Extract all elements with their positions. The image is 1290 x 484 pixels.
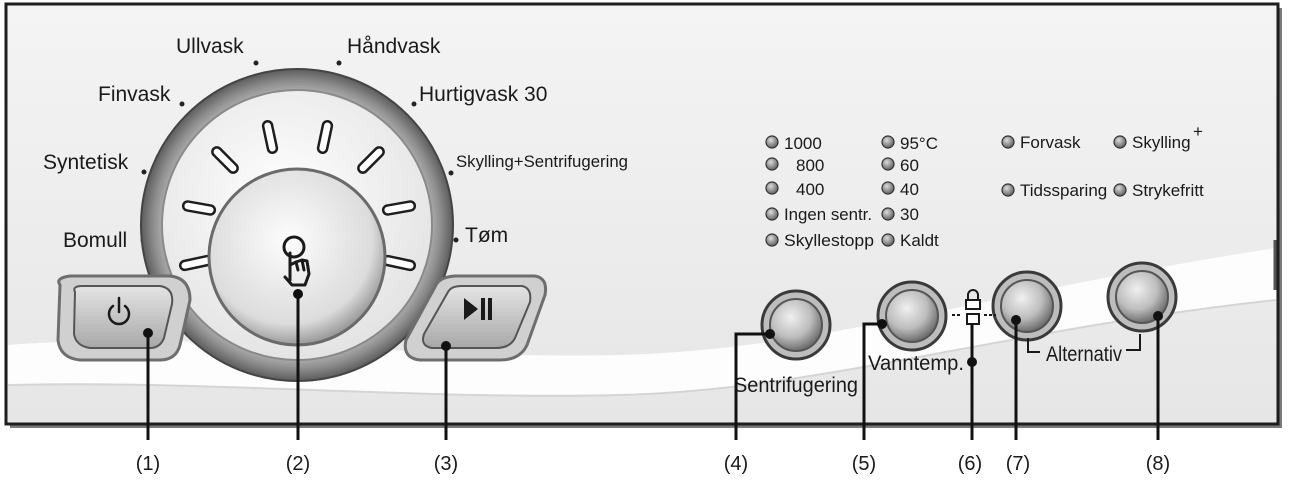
option-indicators: Forvask Skylling + Tidssparing Strykefri…	[1001, 122, 1204, 200]
leader-dots	[143, 289, 1163, 367]
start-pause-button[interactable]	[403, 274, 547, 362]
temp-option-30: 30	[900, 205, 919, 224]
leader-lines	[146, 294, 1160, 440]
spin-option-no-spin: Ingen sentr.	[784, 205, 872, 224]
temperature-indicators: 95°C 60 40 30 Kaldt	[881, 134, 939, 250]
option-time-saving: Tidssparing	[1020, 181, 1107, 200]
spin-indicators: 1000 800 400 Ingen sentr. Skyllestopp	[765, 134, 874, 250]
temp-option-cold: Kaldt	[900, 231, 939, 250]
callout-5: (5)	[852, 453, 876, 475]
callout-3: (3)	[434, 453, 458, 475]
program-dial[interactable]	[140, 68, 454, 382]
program-handvask: Håndvask	[347, 35, 441, 58]
option-easy-iron: Strykefritt	[1132, 181, 1204, 200]
option-button-2[interactable]	[1106, 261, 1178, 333]
program-syntetisk: Syntetisk	[43, 151, 129, 174]
callout-7: (7)	[1006, 453, 1030, 475]
option-prewash: Forvask	[1020, 133, 1081, 152]
option-extra-rinse-plus: +	[1193, 122, 1203, 141]
temp-option-40: 40	[900, 180, 919, 199]
program-finvask: Finvask	[98, 83, 171, 106]
program-ullvask: Ullvask	[176, 35, 244, 58]
program-labels: Bomull Syntetisk Finvask Ullvask Håndvas…	[43, 35, 628, 252]
power-icon	[107, 296, 131, 326]
program-tom: Tøm	[465, 224, 508, 247]
play-pause-icon	[464, 298, 492, 320]
spin-option-400: 400	[796, 180, 824, 199]
label-alternativ: Alternativ	[1046, 343, 1122, 366]
temp-option-95: 95°C	[900, 134, 938, 153]
water-temp-button[interactable]	[876, 280, 948, 352]
power-button[interactable]	[56, 274, 192, 362]
control-labels: Sentrifugering Vanntemp. Alternativ	[734, 334, 1141, 397]
callout-6: (6)	[958, 453, 982, 475]
callout-2: (2)	[286, 453, 310, 475]
program-bomull: Bomull	[63, 229, 127, 252]
spin-option-800: 800	[796, 156, 824, 175]
callout-4: (4)	[724, 453, 748, 475]
label-vanntemp: Vanntemp.	[868, 352, 964, 375]
spin-button[interactable]	[760, 289, 832, 361]
option-extra-rinse: Skylling	[1132, 133, 1191, 152]
label-sentrifugering: Sentrifugering	[734, 374, 858, 397]
callout-numbers: (1) (2) (3) (4) (5) (6) (7) (8)	[136, 453, 1170, 475]
callout-8: (8)	[1146, 453, 1170, 475]
callout-1: (1)	[136, 453, 160, 475]
spin-option-rinse-hold: Skyllestopp	[784, 231, 874, 250]
spin-option-1000: 1000	[784, 134, 822, 153]
temp-option-60: 60	[900, 156, 919, 175]
option-button-1[interactable]	[991, 270, 1063, 342]
touch-pointer-icon	[282, 235, 311, 287]
program-hurtigvask-30: Hurtigvask 30	[419, 83, 547, 106]
program-skylling-sentrifugering: Skylling+Sentrifugering	[456, 152, 628, 171]
